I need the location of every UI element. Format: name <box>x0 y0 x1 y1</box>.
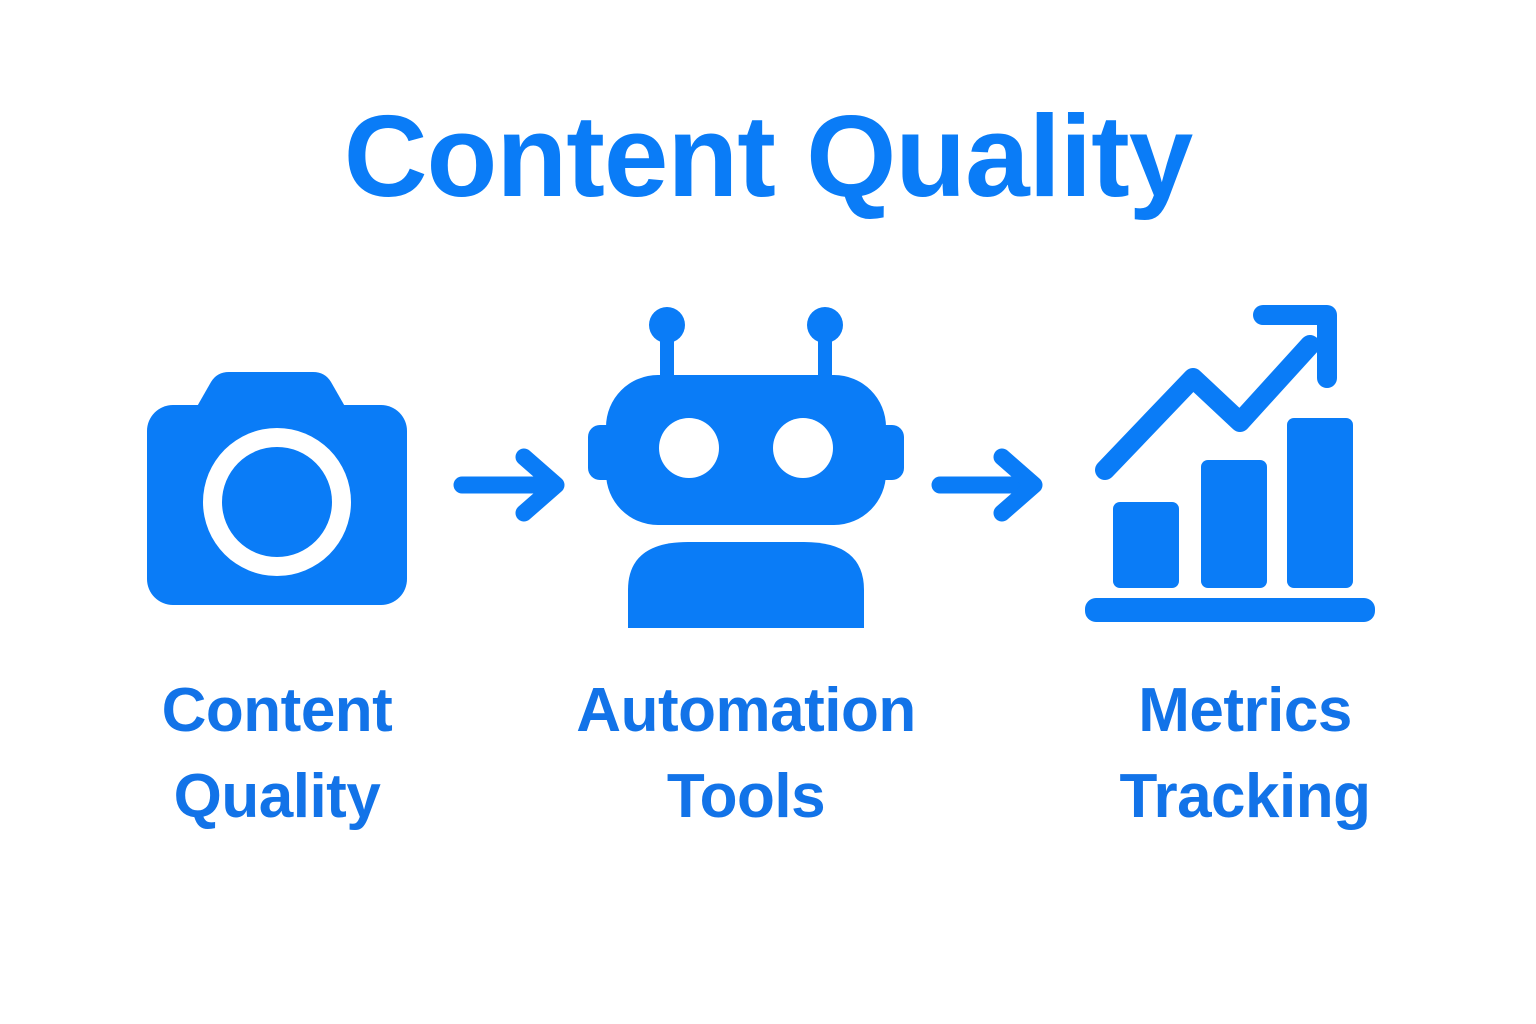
flow-step-label-line2: Tracking <box>1119 761 1372 831</box>
flow-step-automation-tools[interactable]: Automation Tools <box>576 290 916 850</box>
flow-step-label: Metrics Tracking <box>1075 668 1415 839</box>
flow-step-metrics-tracking[interactable]: Metrics Tracking <box>1075 290 1415 850</box>
process-flow: Content Quality <box>0 290 1536 850</box>
arrow-right-icon <box>930 445 1060 525</box>
bar-chart-growth-icon <box>1075 290 1415 635</box>
camera-icon <box>107 290 447 635</box>
page-title: Content Quality <box>343 91 1194 221</box>
flow-step-label-line2: Tools <box>666 761 826 831</box>
flow-step-label-line1: Content <box>161 676 393 745</box>
robot-icon <box>576 290 916 635</box>
flow-step-label: Automation Tools <box>576 668 916 839</box>
flow-step-content-quality[interactable]: Content Quality <box>107 290 447 850</box>
flow-step-label-line1: Metrics <box>1138 676 1352 745</box>
arrow-right-icon <box>452 445 582 525</box>
flow-step-label-line1: Automation <box>576 676 916 745</box>
flow-step-label-line2: Quality <box>173 761 381 831</box>
flow-step-label: Content Quality <box>107 668 447 839</box>
